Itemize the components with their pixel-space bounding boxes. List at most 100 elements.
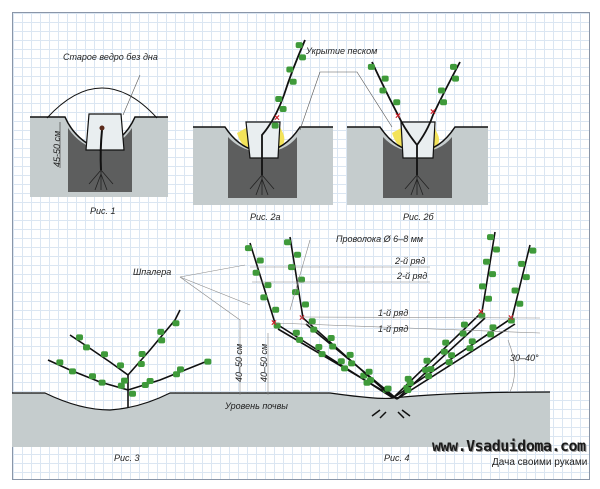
leaf	[292, 329, 300, 336]
leaf	[302, 301, 309, 308]
leaf	[76, 334, 83, 341]
leaf	[489, 271, 496, 278]
graft-mark: ×	[271, 318, 277, 329]
leaf	[318, 351, 326, 358]
leaf	[442, 339, 450, 346]
leaf	[264, 282, 272, 289]
leaf	[272, 306, 280, 313]
leaf	[83, 344, 90, 351]
leaf	[516, 300, 524, 307]
leaf	[172, 320, 180, 327]
leaf	[445, 359, 453, 366]
leaf	[310, 326, 318, 333]
roots	[404, 174, 430, 196]
leaf	[244, 245, 252, 252]
fig1-drawing	[30, 74, 168, 197]
leaf	[138, 351, 146, 357]
leaf	[452, 75, 459, 82]
height-label-b: 40–50 см	[259, 343, 269, 382]
leaf	[404, 387, 412, 394]
leaf	[507, 317, 515, 324]
vine-stem	[127, 309, 181, 376]
row1-label-b: 1-й ряд	[378, 324, 409, 334]
leaf	[308, 318, 316, 325]
leaf	[299, 54, 306, 61]
leaf	[260, 294, 268, 301]
leaf	[483, 258, 490, 265]
leaf	[438, 87, 445, 94]
leaf	[298, 276, 305, 283]
leaf	[121, 377, 128, 384]
leaf	[460, 321, 468, 328]
leaf	[286, 66, 294, 73]
row1-label-a: 1-й ряд	[378, 308, 409, 318]
leaf	[141, 382, 149, 388]
vine-stem	[69, 334, 129, 408]
leaf	[422, 366, 430, 373]
leaf	[157, 328, 165, 335]
leaf	[365, 368, 373, 375]
leaf	[89, 373, 96, 380]
caption-fig2b: Рис. 2б	[403, 212, 434, 222]
roots	[88, 169, 114, 191]
leaf	[327, 335, 335, 342]
leaf	[173, 371, 180, 378]
leaf	[271, 122, 279, 129]
angle-label: 30–40°	[510, 353, 539, 363]
caption-fig1: Рис. 1	[90, 206, 116, 216]
graft-mark: ×	[274, 113, 280, 124]
leaf	[117, 362, 124, 369]
watermark-tagline: Дача своими руками	[492, 457, 588, 468]
leaf	[478, 312, 486, 319]
leaf	[423, 357, 431, 364]
leaf	[56, 359, 64, 366]
leaf	[468, 338, 476, 345]
graft-mark: ×	[299, 313, 305, 324]
leaf	[485, 295, 492, 302]
leaf	[341, 365, 349, 372]
leaf	[346, 351, 354, 358]
leaf	[493, 246, 500, 253]
row2-label-a: 2-й ряд	[395, 256, 426, 266]
caption-fig4: Рис. 4	[384, 453, 410, 463]
fig2a-drawing	[193, 39, 333, 205]
leaf	[487, 331, 495, 338]
leaf	[381, 75, 389, 82]
leaf	[406, 380, 414, 387]
graft-mark: ×	[395, 111, 401, 122]
leaf	[518, 260, 526, 267]
leaf	[256, 257, 264, 264]
caption-fig2a: Рис. 2а	[250, 212, 281, 222]
wire-label: Проволока Ø 6–8 мм	[336, 234, 424, 244]
graft-mark: ×	[430, 107, 436, 118]
leaf	[158, 337, 166, 344]
leaf	[450, 63, 457, 70]
roots	[249, 174, 275, 196]
leaf	[279, 106, 287, 112]
leaf	[511, 287, 519, 294]
leaf	[273, 322, 281, 329]
leaf	[425, 373, 433, 380]
leaf	[459, 330, 467, 337]
leaf	[296, 336, 304, 343]
soil-level-label: Уровень почвы	[225, 401, 288, 411]
leaf	[146, 378, 154, 384]
leaf	[289, 78, 297, 85]
leaf	[522, 274, 530, 281]
leaf	[292, 289, 299, 296]
vine-stem	[277, 328, 398, 400]
sand-cover-label: Укрытие песком	[306, 46, 378, 56]
watermark-site: www.Vsaduidoma.com	[432, 437, 586, 455]
leaf	[448, 352, 456, 359]
height-label-a: 40–50 см	[234, 343, 244, 382]
leaf	[275, 96, 283, 102]
leaf	[367, 63, 375, 70]
leaf	[348, 360, 356, 367]
leaf	[137, 361, 145, 367]
row2-label-b: 2-й ряд	[397, 271, 428, 281]
leaf	[367, 377, 375, 384]
leaf	[487, 234, 494, 241]
leaf	[379, 87, 387, 94]
